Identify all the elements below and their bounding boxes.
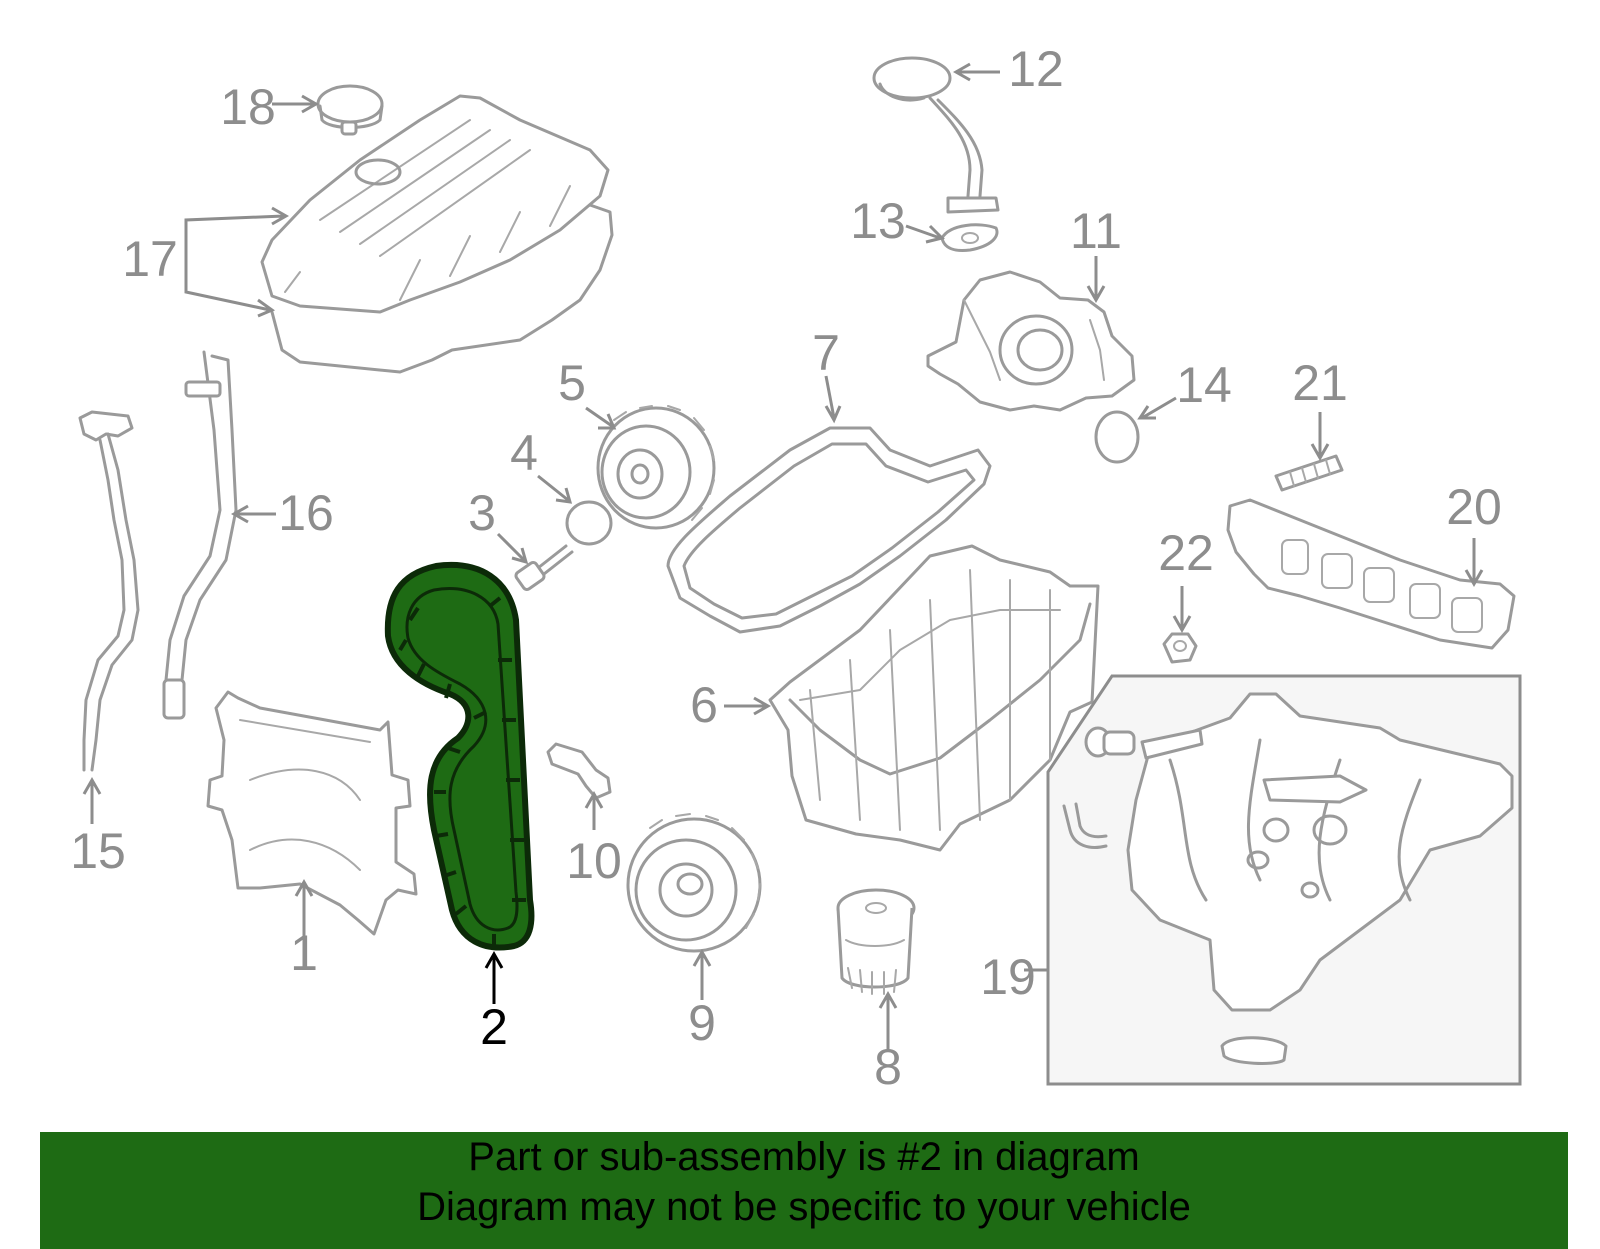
part-18-oil-cap (316, 84, 384, 136)
callout-15: 15 (70, 823, 126, 879)
part-12-oil-pickup (872, 56, 1000, 214)
part-22-nut (1162, 632, 1198, 664)
part-5-camshaft-sprocket (596, 405, 716, 530)
part-6-oil-pan (768, 544, 1100, 852)
part-21-stud (1274, 454, 1344, 492)
part-4-o-ring (565, 500, 613, 546)
callout-13: 13 (850, 193, 906, 249)
part-7-oil-pan-gasket (666, 426, 992, 634)
part-3-bolt (514, 544, 574, 592)
part-8-oil-filter (836, 888, 916, 995)
callout-14: 14 (1176, 357, 1232, 413)
timing-belt-inner (405, 587, 519, 932)
timing-belt-teeth (398, 596, 526, 946)
info-banner: Part or sub-assembly is #2 in diagram Di… (40, 1132, 1568, 1249)
callout-labels: 1 2 3 4 5 6 7 8 9 10 11 12 13 14 15 16 1… (70, 41, 1502, 1095)
banner-line-disclaimer: Diagram may not be specific to your vehi… (417, 1185, 1191, 1229)
callout-19: 19 (980, 949, 1036, 1005)
part-1-timing-cover (206, 690, 418, 936)
callout-16: 16 (278, 485, 334, 541)
part-15-dipstick (78, 410, 140, 772)
banner-line-part: Part or sub-assembly is #2 in diagram (468, 1135, 1140, 1179)
part-16-dipstick-tube (162, 350, 238, 720)
callout-20: 20 (1446, 479, 1502, 535)
part-17-valve-cover (260, 94, 614, 374)
callout-3: 3 (468, 485, 496, 541)
callout-4: 4 (510, 425, 538, 481)
callout-21: 21 (1292, 355, 1348, 411)
callout-6: 6 (690, 677, 718, 733)
callout-5: 5 (558, 355, 586, 411)
callout-10: 10 (566, 833, 622, 889)
part-10-sensor (546, 742, 612, 800)
part-9-crankshaft-pulley (626, 813, 762, 953)
callout-leaders (82, 62, 1484, 1050)
part-20-manifold-gasket (1226, 498, 1516, 650)
callout-11: 11 (1070, 203, 1122, 259)
callout-18: 18 (220, 79, 276, 135)
part-14-o-ring (1094, 410, 1140, 464)
callout-7: 7 (812, 325, 840, 381)
callout-2: 2 (480, 999, 508, 1055)
callout-1: 1 (290, 925, 318, 981)
callout-12: 12 (1008, 41, 1064, 97)
part-13-gasket (940, 223, 999, 252)
callout-22: 22 (1158, 525, 1214, 581)
callout-17: 17 (122, 231, 178, 287)
part-11-oil-pump (926, 270, 1136, 412)
callout-8: 8 (874, 1039, 902, 1095)
callout-9: 9 (688, 995, 716, 1051)
part-2-timing-belt (384, 562, 535, 951)
part-19-intake-manifold (1046, 674, 1522, 1086)
